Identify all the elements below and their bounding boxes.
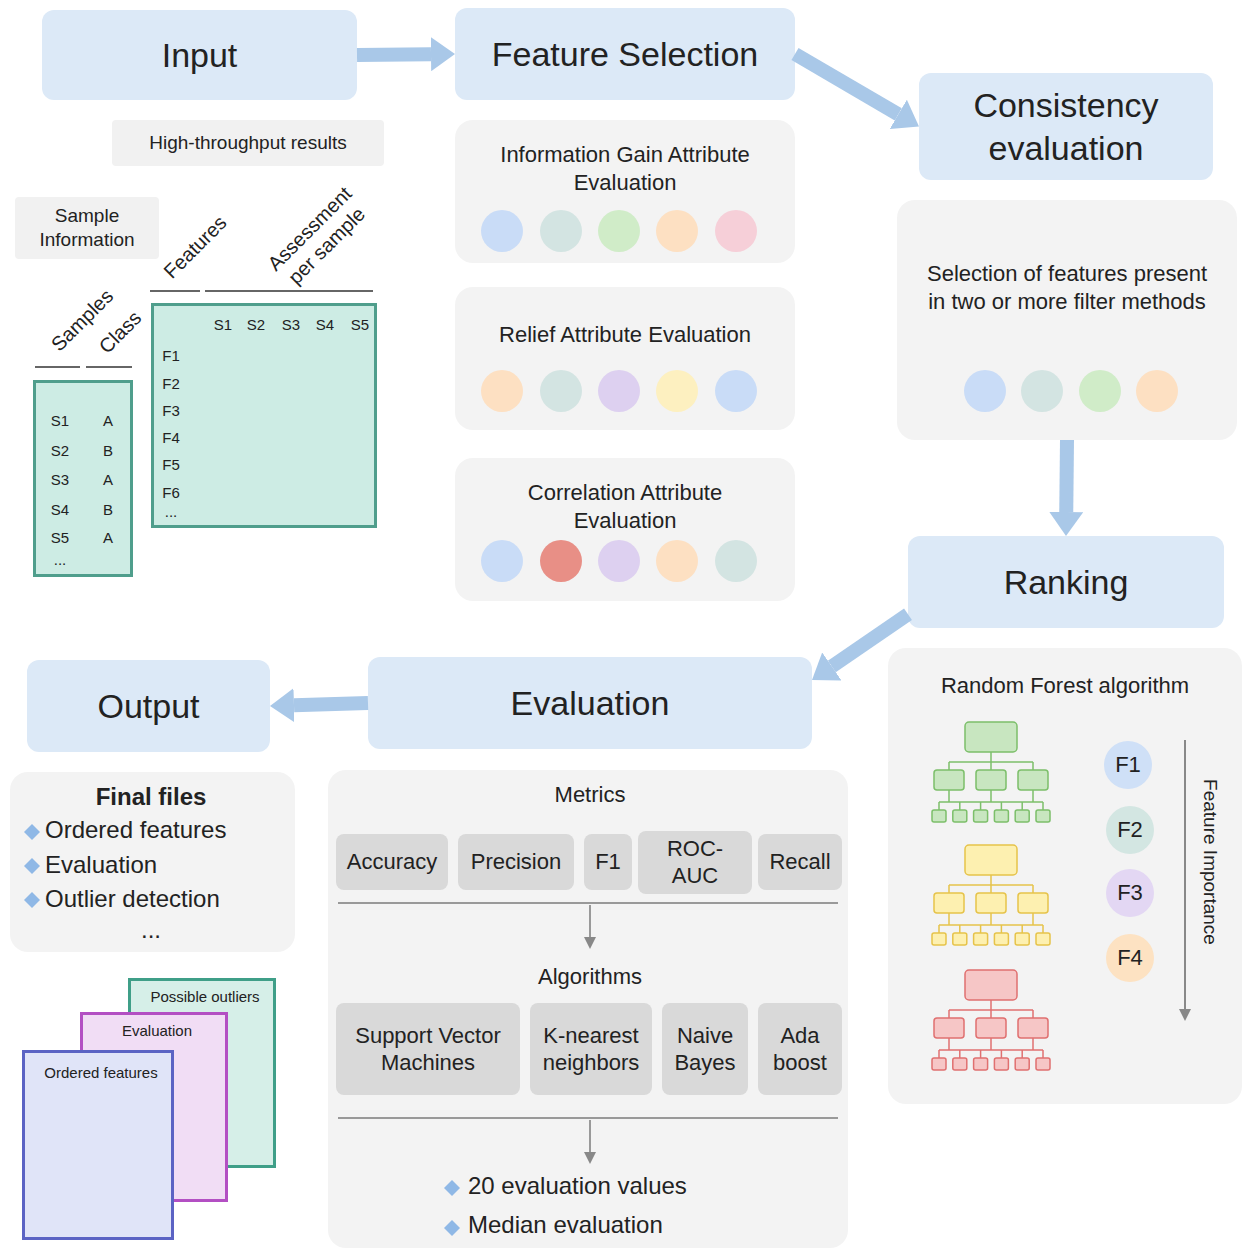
node-text: Recall: [769, 848, 830, 876]
node-text: Correlation Attribute Evaluation: [495, 479, 755, 534]
node-text: ROC-AUC: [646, 835, 744, 890]
node-text: K-nearest neighbors: [538, 1022, 644, 1077]
method-box: Naive Bayes: [662, 1003, 748, 1095]
node-text: S1: [51, 412, 69, 431]
flow-arrow: [795, 54, 898, 114]
content-panel: Selection of features present in two or …: [897, 200, 1237, 440]
axis-label: Feature Importance: [1199, 779, 1222, 945]
node-text: Evaluation: [122, 1022, 192, 1041]
axis-label: Assessment per sample: [257, 176, 379, 298]
node-text: F4: [1117, 944, 1143, 972]
node-text: Ranking: [1004, 561, 1129, 604]
node-text: ...: [141, 915, 161, 945]
node-text: S3: [51, 471, 69, 490]
node-text: Support Vector Machines: [344, 1022, 512, 1077]
node-text: Median evaluation: [468, 1210, 663, 1240]
node-text: F4: [162, 429, 180, 448]
flow-arrow: [294, 703, 368, 705]
node-text: Naive Bayes: [670, 1022, 740, 1077]
node-text: Selection of features present in two or …: [917, 260, 1217, 315]
node-text: F1: [1115, 751, 1141, 779]
node-text: S5: [351, 316, 369, 335]
method-box: Support Vector Machines: [336, 1003, 520, 1095]
node-text: Sample Information: [23, 204, 151, 252]
method-box: Ada boost: [758, 1003, 842, 1095]
node-text: Output: [97, 685, 199, 728]
node-text: A: [103, 529, 113, 548]
node-text: Random Forest algorithm: [895, 672, 1235, 700]
stage-box: Consistency evaluation: [919, 73, 1213, 180]
node-text: S5: [51, 529, 69, 548]
content-panel: Random Forest algorithmF1F2F3F4: [888, 648, 1242, 1104]
method-box: Accuracy: [336, 834, 448, 890]
method-box: K-nearest neighbors: [530, 1003, 652, 1095]
method-box: ROC-AUC: [638, 831, 752, 894]
node-text: S4: [316, 316, 334, 335]
node-text: Final files: [96, 782, 207, 812]
node-text: A: [103, 412, 113, 431]
node-text: Evaluation: [511, 682, 670, 725]
node-text: Precision: [471, 848, 561, 876]
node-text: Accuracy: [347, 848, 437, 876]
node-text: 20 evaluation values: [468, 1171, 687, 1201]
note-box: High-throughput results: [112, 120, 384, 166]
node-text: Possible outliers: [150, 988, 259, 1007]
node-text: Information Gain Attribute Evaluation: [495, 141, 755, 196]
node-text: S1: [214, 316, 232, 335]
node-text: S2: [247, 316, 265, 335]
node-text: Outlier detection: [45, 884, 220, 914]
stage-box: Feature Selection: [455, 8, 795, 100]
content-panel: MetricsAlgorithms 20 evaluation valuesMed…: [328, 770, 848, 1248]
node-text: F2: [162, 375, 180, 394]
content-panel: Final filesOrdered featuresEvaluationOut…: [10, 772, 295, 952]
node-text: Ordered features: [45, 815, 226, 845]
method-box: Precision: [458, 834, 574, 890]
node-text: Feature Selection: [492, 33, 759, 76]
node-text: Algorithms: [538, 963, 642, 991]
note-box: Sample Information: [15, 197, 159, 259]
file-sheet: Ordered features: [22, 1050, 174, 1240]
feature-circle: F2: [1106, 806, 1154, 854]
stage-box: Output: [27, 660, 270, 752]
stage-box: Ranking: [908, 536, 1224, 628]
feature-circle: F1: [1104, 741, 1152, 789]
node-text: F1: [162, 347, 180, 366]
node-text: Consistency evaluation: [927, 84, 1205, 169]
feature-circle: F3: [1106, 869, 1154, 917]
node-text: F3: [1117, 879, 1143, 907]
flow-arrow: [357, 47, 431, 62]
node-text: B: [103, 501, 113, 520]
stage-box: Input: [42, 10, 357, 100]
node-text: Input: [162, 34, 238, 77]
node-text: Metrics: [555, 781, 626, 809]
node-text: Relief Attribute Evaluation: [495, 321, 755, 349]
data-table: S1 S2 S3 S4 S5F1F2F3F4F5F6...: [151, 303, 377, 528]
node-text: ...: [165, 503, 178, 522]
node-text: F3: [162, 402, 180, 421]
node-text: S2: [51, 442, 69, 461]
node-text: Ada boost: [766, 1022, 834, 1077]
node-text: ...: [54, 551, 67, 570]
data-table: S1AS2BS3AS4BS5A...: [33, 380, 133, 577]
content-panel: Information Gain Attribute Evaluation: [455, 120, 795, 263]
content-panel: Relief Attribute Evaluation: [455, 287, 795, 430]
node-text: F5: [162, 456, 180, 475]
node-text: S4: [51, 501, 69, 520]
node-text: B: [103, 442, 113, 461]
node-text: F6: [162, 484, 180, 503]
node-text: A: [103, 471, 113, 490]
node-text: Ordered features: [44, 1064, 157, 1083]
node-text: Evaluation: [45, 850, 157, 880]
node-text: F2: [1117, 816, 1143, 844]
flow-arrow: [1059, 440, 1074, 512]
node-text: F1: [595, 848, 621, 876]
method-box: Recall: [758, 834, 842, 890]
content-panel: Correlation Attribute Evaluation: [455, 458, 795, 601]
method-box: F1: [584, 834, 632, 890]
feature-circle: F4: [1106, 934, 1154, 982]
node-text: High-throughput results: [149, 131, 347, 155]
axis-label: Features: [159, 211, 232, 284]
stage-box: Evaluation: [368, 657, 812, 749]
node-text: S3: [282, 316, 300, 335]
